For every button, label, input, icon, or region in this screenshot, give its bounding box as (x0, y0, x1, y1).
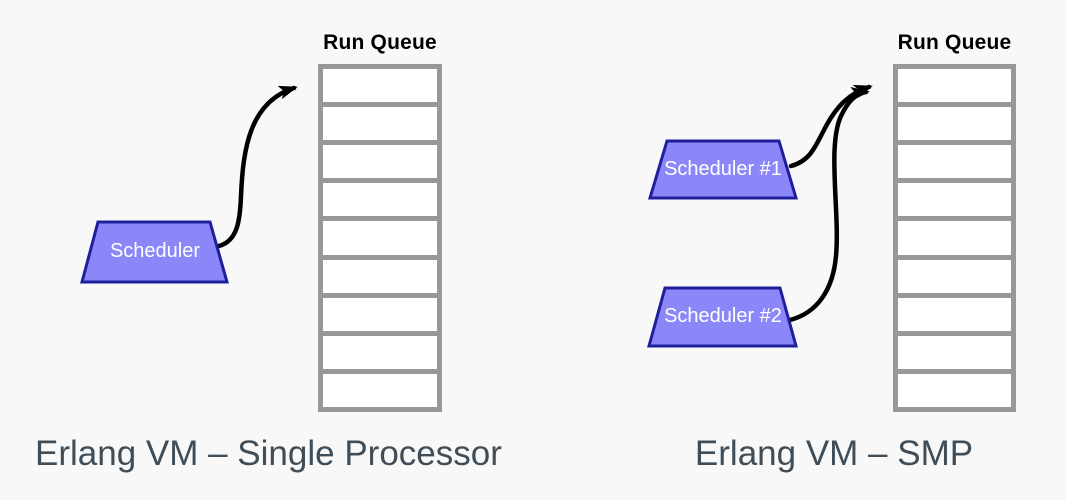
scheduler-shape: Scheduler (80, 220, 230, 284)
queue-slot (323, 107, 437, 141)
diagram-caption: Erlang VM – SMP (694, 434, 974, 473)
queue-slot (898, 183, 1011, 217)
queue-slot (323, 259, 437, 293)
scheduler2-label: Scheduler #2 (664, 305, 782, 327)
scheduler1-trapezoid (647, 139, 799, 200)
queue-slot (323, 221, 437, 255)
queue-slot (323, 183, 437, 217)
scheduler1-label: Scheduler #1 (664, 157, 782, 180)
scheduler-label: Scheduler (109, 239, 201, 262)
queue-slot (898, 335, 1011, 369)
queue-slot (323, 297, 437, 331)
queue-slot (898, 373, 1011, 407)
scheduler-trapezoid (80, 220, 229, 284)
diagram-caption: Erlang VM – Single Processor (35, 434, 502, 473)
queue-slot (898, 145, 1011, 179)
scheduler2-shape: Scheduler #2 (647, 286, 799, 349)
run-queue-label: Run Queue (323, 31, 437, 54)
scheduler1-to-queue-arrow (788, 84, 873, 169)
queue-slot (323, 69, 437, 103)
queue-slot (898, 69, 1011, 103)
queue-slot (323, 373, 437, 407)
queue-slot (898, 107, 1011, 141)
single-scheduler-to-queue-arrow (216, 85, 298, 249)
run-queue (893, 64, 1016, 412)
scheduler2-trapezoid (647, 286, 798, 348)
queue-slot (898, 221, 1011, 255)
queue-slot (323, 335, 437, 369)
run-queue (318, 64, 442, 412)
queue-slot (898, 259, 1011, 293)
scheduler1-shape: Scheduler #1 (647, 139, 799, 201)
queue-slot (323, 145, 437, 179)
queue-slot (898, 297, 1011, 331)
run-queue-label: Run Queue (897, 31, 1012, 54)
scheduler2-to-queue-arrow (787, 86, 870, 323)
